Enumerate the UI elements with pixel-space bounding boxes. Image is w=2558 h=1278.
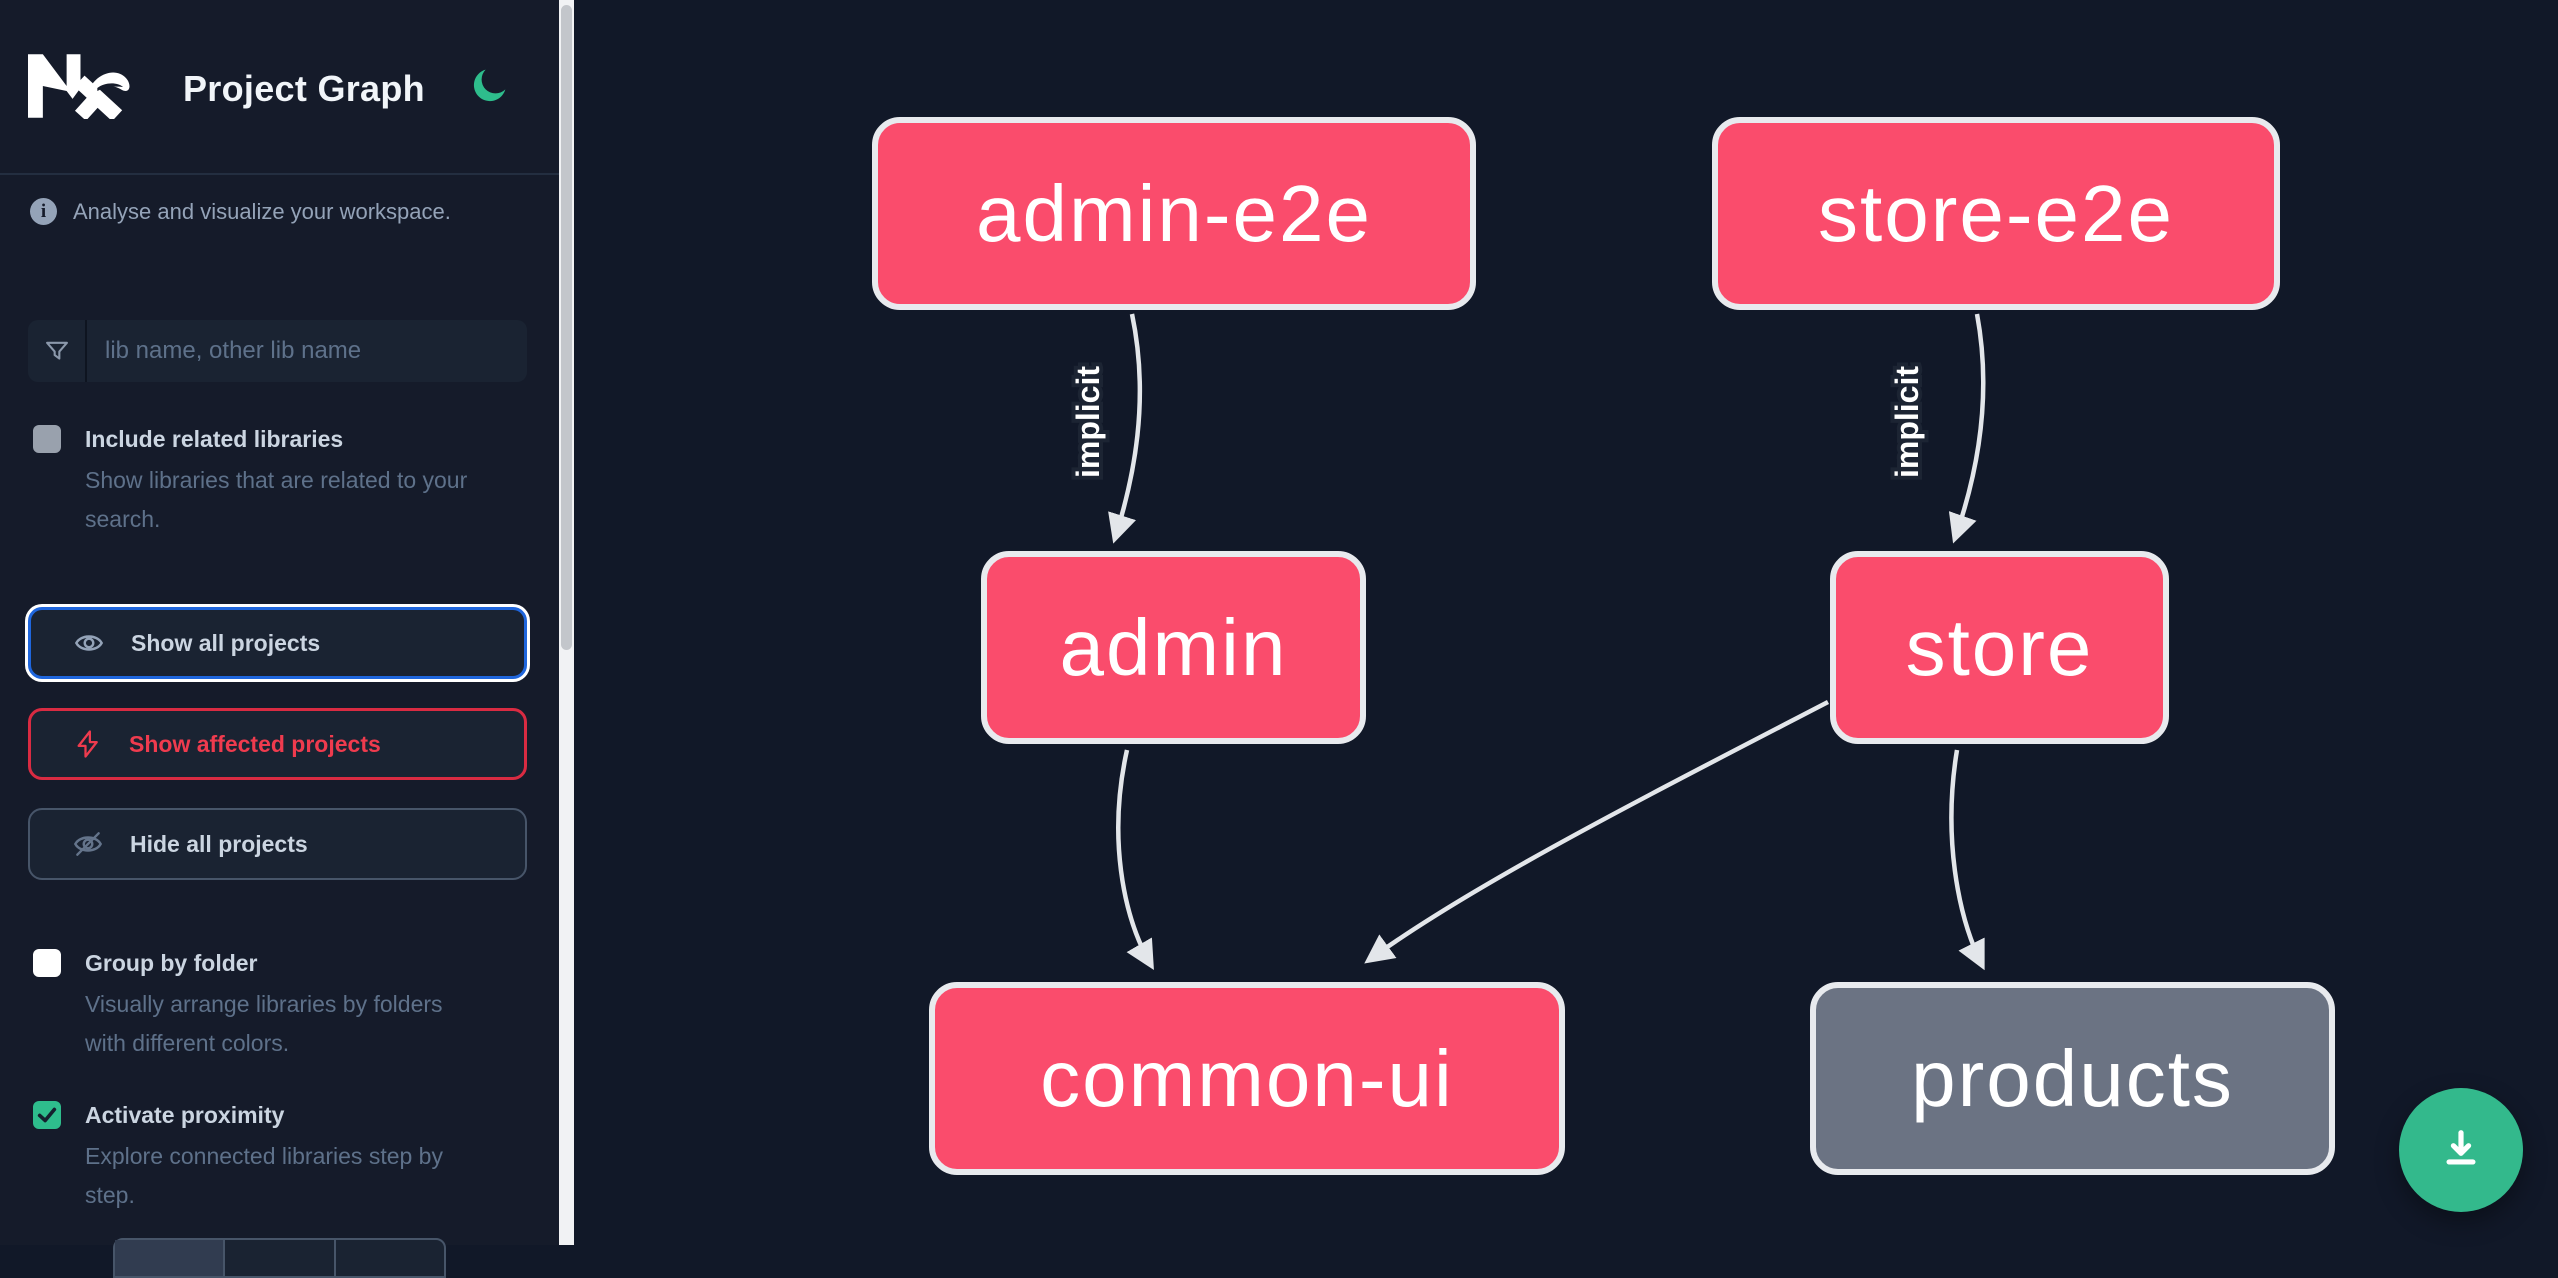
group-by-folder-label: Group by folder [85, 950, 258, 976]
edge-store-to-common-ui [1364, 700, 1830, 964]
download-image-button[interactable] [2399, 1088, 2523, 1212]
hide-all-projects-button[interactable]: Hide all projects [28, 808, 527, 880]
stepper-decrement[interactable] [115, 1240, 226, 1276]
activate-proximity-checkbox[interactable] [33, 1101, 61, 1129]
activate-proximity-description: Explore connected libraries step by step… [85, 1143, 443, 1208]
show-all-projects-button[interactable]: Show all projects [28, 607, 527, 679]
search-input[interactable] [87, 320, 527, 382]
bolt-icon [77, 730, 98, 758]
download-icon [2446, 1130, 2476, 1165]
scrollbar-thumb[interactable] [561, 5, 572, 650]
search-filter [28, 320, 527, 382]
stepper-increment[interactable] [336, 1240, 444, 1276]
moon-icon [473, 69, 506, 101]
page-title: Project Graph [183, 68, 425, 109]
edge-label-implicit-2: implicit [1889, 366, 1925, 478]
check-icon [37, 1107, 57, 1123]
project-node-store-e2e[interactable]: store-e2e [1712, 117, 2280, 310]
activate-proximity-label: Activate proximity [85, 1102, 285, 1128]
eye-icon [74, 635, 104, 651]
edge-store-e2e-to-store [1948, 313, 1986, 544]
workspace-info: i Analyse and visualize your workspace. [30, 198, 530, 225]
dependency-edges: implicit implicit [1066, 313, 1986, 971]
include-related-row: Include related libraries Show libraries… [33, 424, 470, 539]
edge-label-implicit-1: implicit [1070, 366, 1106, 478]
edge-store-to-products [1949, 749, 1985, 971]
eye-off-icon [73, 832, 103, 856]
group-by-folder-row: Group by folder Visually arrange librari… [33, 948, 470, 1063]
show-all-projects-label: Show all projects [131, 629, 321, 656]
project-node-admin-e2e[interactable]: admin-e2e [872, 117, 1476, 310]
graph-canvas[interactable]: implicit implicit admin-e2e store-e2e ad… [574, 0, 2558, 1245]
proximity-depth-stepper[interactable] [113, 1238, 446, 1278]
stepper-value [225, 1240, 336, 1276]
project-node-products[interactable]: products [1810, 982, 2335, 1175]
nx-logo [28, 54, 130, 119]
group-by-folder-checkbox[interactable] [33, 949, 61, 977]
edge-admin-e2e-to-admin [1108, 313, 1143, 544]
project-node-admin[interactable]: admin [981, 551, 1366, 744]
filter-icon [28, 320, 87, 382]
activate-proximity-row: Activate proximity Explore connected lib… [33, 1100, 470, 1215]
edge-admin-to-common-ui [1116, 749, 1154, 971]
sidebar: Project Graph i Analyse and visualize yo… [0, 0, 559, 1278]
project-node-store[interactable]: store [1830, 551, 2169, 744]
sidebar-scrollbar[interactable] [559, 0, 574, 1245]
project-node-common-ui[interactable]: common-ui [929, 982, 1565, 1175]
group-by-folder-description: Visually arrange libraries by folders wi… [85, 991, 443, 1056]
include-related-description: Show libraries that are related to your … [85, 467, 468, 532]
include-related-label: Include related libraries [85, 426, 344, 452]
info-text: Analyse and visualize your workspace. [73, 198, 451, 224]
show-affected-projects-label: Show affected projects [129, 730, 381, 757]
sidebar-header: Project Graph [0, 0, 559, 175]
show-affected-projects-button[interactable]: Show affected projects [28, 708, 527, 780]
hide-all-projects-label: Hide all projects [130, 830, 308, 857]
info-icon: i [30, 198, 57, 225]
include-related-checkbox[interactable] [33, 425, 61, 453]
theme-toggle-button[interactable] [466, 62, 514, 110]
